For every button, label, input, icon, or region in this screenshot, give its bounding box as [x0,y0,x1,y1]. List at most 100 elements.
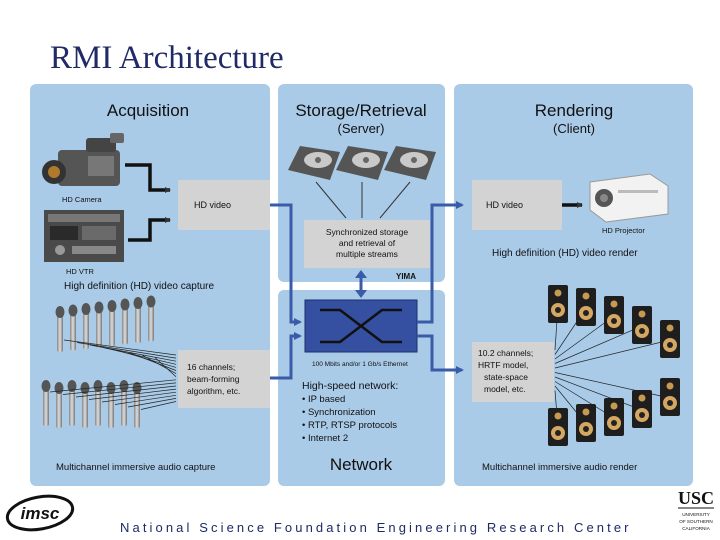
render-channels-line-4: model, etc. [484,384,526,394]
usc-logo-sub-1: UNIVERSITY [682,512,710,517]
imsc-logo-text: imsc [21,504,60,523]
yima-label: YIMA [396,272,416,281]
mic-line [76,342,177,359]
mic-line [101,391,177,403]
microphone-icon [67,380,77,426]
speaker-icon [548,285,568,323]
speaker-icon [576,404,596,442]
mic-line [127,398,177,408]
acq-audio-caption: Multichannel immersive audio capture [56,462,215,473]
network-heading: High-speed network: [302,380,398,392]
storage-network-arrowheads [355,270,367,298]
speaker-line [554,376,643,411]
render-hd-caption: High definition (HD) video render [492,248,638,259]
hd-projector-label: HD Projector [602,226,645,235]
microphone-icon [94,301,104,348]
speaker-icon [632,306,652,344]
render-hd-video-box [472,180,562,230]
speaker-icon [548,408,568,446]
hd-capture-caption: High definition (HD) video capture [64,281,215,292]
usc-logo-sub-3: CALIFORNIA [682,526,711,531]
sync-line-2: and retrieval of [339,238,396,248]
sync-line-1: Synchronized storage [326,227,408,237]
mic-line [154,357,177,377]
microphone-icon [133,297,143,343]
speaker-icon [660,378,680,416]
microphones-icon [41,295,156,428]
storage-title: Storage/Retrieval [295,101,426,120]
microphone-icon [132,382,142,428]
microphone-icon [146,295,156,342]
microphone-icon [106,382,116,428]
usc-logo: USC UNIVERSITY OF SOUTHERN CALIFORNIA [678,488,714,531]
mic-line [140,401,177,410]
storage-subtitle: (Server) [338,121,385,136]
speaker-line [554,325,643,364]
microphone-icon [80,382,90,428]
speaker-icon [604,398,624,436]
footer-text: National Science Foundation Engineering … [120,520,632,535]
speaker-icon [576,288,596,326]
acq-hd-video-box [178,180,270,230]
speaker-line [554,339,671,369]
render-channels-line-2: HRTF model, [478,360,528,370]
vtr-arrow [128,217,171,242]
acq-audio-to-network-arrow [270,332,302,380]
ethernet-label: 100 Mbits and/or 1 Gb/s Ethernet [312,361,408,368]
mic-line [75,385,177,398]
render-channels-line-1: 10.2 channels; [478,348,533,358]
rendering-panel [454,84,693,486]
microphone-icon [68,304,78,351]
render-channels-line-3: state-space [484,372,528,382]
sync-line-3: multiple streams [336,249,398,259]
hd-projector-icon [589,173,669,223]
microphone-icon [120,298,130,345]
speakers-icon [548,285,680,446]
slide-title: RMI Architecture [50,40,284,76]
acq-channels-box [178,350,270,408]
rendering-title: Rendering [535,101,613,120]
mic-line [128,352,177,371]
speaker-icon [604,296,624,334]
microphone-icon [119,380,129,426]
hd-vtr-icon [44,210,124,262]
mic-signal-lines [49,339,177,410]
mic-line [62,382,177,395]
microphone-icon [55,306,65,352]
hd-camera-label: HD Camera [62,195,102,204]
acq-video-to-network-arrow [270,203,302,326]
mic-line [141,354,177,374]
microphone-icon [81,303,91,349]
microphone-icon [93,380,103,426]
microphone-icon [107,300,117,346]
mic-line [88,388,177,400]
network-to-render-video-arrow [417,201,464,324]
hd-vtr-label: HD VTR [66,267,95,276]
network-title: Network [330,455,393,474]
acq-channels-line-2: beam-forming [187,374,240,384]
rendering-subtitle: (Client) [553,121,595,136]
hard-drive-icon-2 [336,146,388,180]
acq-hd-video-label: HD video [194,200,231,210]
hd-camera-icon [42,133,124,186]
render-audio-caption: Multichannel immersive audio render [482,462,637,473]
network-bullet-3: • RTP, RTSP protocols [302,420,397,431]
hard-drive-icon-3 [384,146,436,180]
microphone-icon [41,380,51,426]
render-hd-video-label: HD video [486,200,523,210]
drive-lines [315,181,411,219]
acquisition-title: Acquisition [107,101,189,120]
acq-channels-line-3: algorithm, etc. [187,386,240,396]
usc-logo-sub-2: OF SOUTHERN [679,519,712,524]
network-bullet-4: • Internet 2 [302,433,348,444]
mic-line [114,394,177,405]
switch-cross-lines [320,308,402,344]
render-channels-box [472,342,554,402]
mic-line [63,339,177,356]
speaker-icon [660,320,680,358]
network-to-render-audio-arrow [417,334,464,374]
mic-line [102,347,177,365]
camera-arrow [125,163,171,193]
network-bullet-2: • Synchronization [302,407,376,418]
